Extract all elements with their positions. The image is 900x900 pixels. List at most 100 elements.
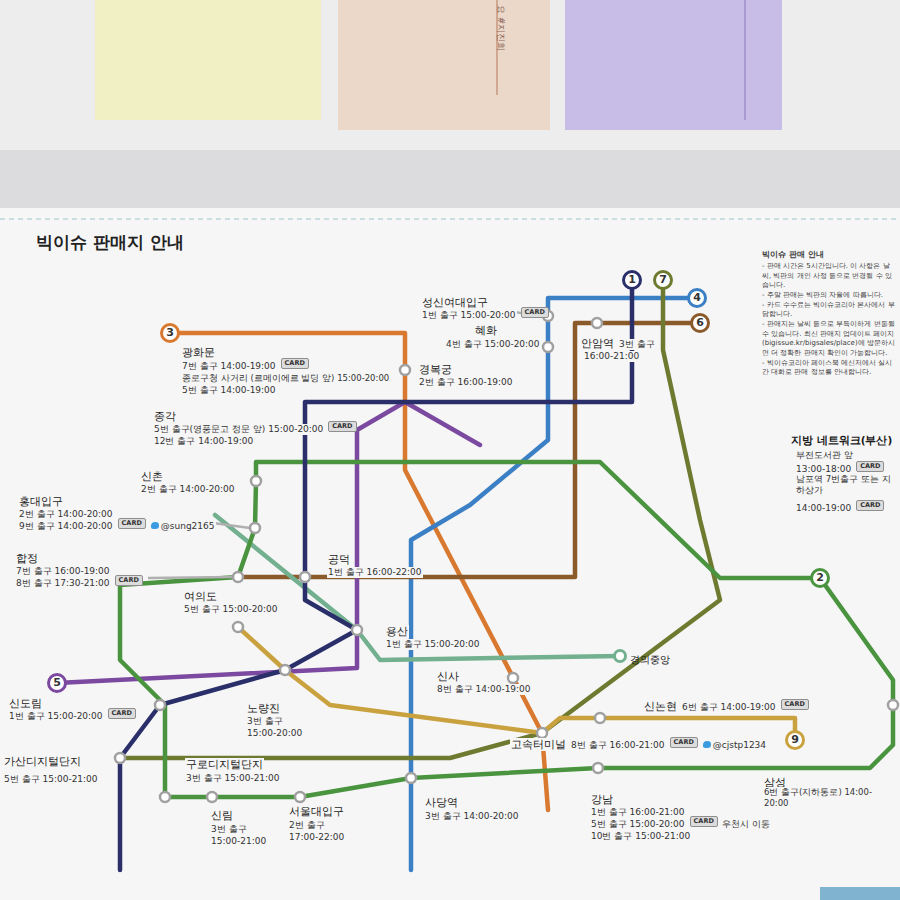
card-badge: CARD [670,737,698,748]
line-number-circle: 7 [653,270,673,290]
label-anchor: 10번 출구 15:00-21:00 [590,824,691,843]
twitter-handle: @sung2165 [150,521,216,532]
label-anchor: 13:00-18:00 [795,457,852,476]
exit-hours: 1번 출구 15:00-20:00 [8,711,104,722]
exit-hours: 1번 출구 16:00-21:00 [590,807,686,818]
exit-hours: 2번 출구 14:00-20:00 [18,509,114,520]
route-line [238,323,700,577]
notice-text: - 주말 판매는 빅판의 자율에 따릅니다. [762,291,896,301]
station-dot [400,365,410,375]
label-anchor: 여의도 [183,585,218,604]
label-anchor: 신논현 [643,695,678,714]
card-text: CARD [785,700,805,709]
twitter-handle: @cjstp1234 [702,740,767,751]
exit-hours: 2번 출구 [288,820,326,831]
exit-hours: 10번 출구 15:00-21:00 [590,831,691,842]
station-name: 공덕 [327,553,351,566]
station-dot [155,700,165,710]
exit-hours: 14:00-19:00 [795,503,852,514]
card-badge: CARD [108,708,136,719]
label-anchor: 성신여대입구 [421,291,489,310]
terminal-outline [612,648,628,664]
line-number-circle: 2 [810,568,830,588]
label-anchor: 구로디지털단지 [185,753,264,772]
label-anchor: 우천시 이동 [721,812,771,831]
label-anchor: 종각 [153,405,177,424]
exit-hours: 6번 출구 14:00-19:00 [681,702,777,713]
card-badge: CARD [690,816,718,827]
label-anchor: 남포역 7번출구 또는 지하상가 [795,474,895,495]
station-dot [592,318,602,328]
leader-lines [148,312,543,578]
note-text: 우천시 이동 [721,819,771,830]
station-name: 종각 [153,410,177,423]
label-anchor: 안암역 [580,332,615,351]
label-anchor: 경복궁 [418,358,453,377]
label-anchor: 고속터미널 [510,733,567,752]
page-rule [745,0,746,120]
station-dot [233,572,243,582]
station-dot [543,342,553,352]
label-anchor: 3번 출구 [210,817,248,836]
exit-hours: 4번 출구 15:00-20:00 [445,339,541,350]
exit-hours: 5번 출구 15:00-20:00 [590,819,686,830]
label-anchor: 5번 출구(영풍문고 정문 앞) 15:00-20:00 [153,417,324,436]
exit-hours: 3번 출구 [210,824,248,835]
exit-hours: 종로구청 사거리 (르메이에르 빌딩 앞) 15:00-20:00 [181,373,390,384]
label-anchor: 14:00-19:00 [795,496,852,515]
station-dot [593,763,603,773]
terminal-ring [615,651,626,662]
label-anchor: 15:00-21:00 [210,829,267,848]
station-name: 신논현 [643,700,678,713]
line-number-circle: 1 [622,270,642,290]
station-name: 용산 [385,625,409,638]
label-anchor: 합정 [15,547,39,566]
line-number: 4 [687,288,707,308]
station-name: 혜화 [474,324,498,337]
station-dots [115,311,898,802]
station-name: 서울대입구 [288,805,345,818]
label-anchor: 1번 출구 16:00-22:00 [327,560,423,579]
station-name: 사당역 [424,796,459,809]
line-number: 1 [622,270,642,290]
card-text: CARD [122,519,142,528]
exit-hours: 12번 출구 14:00-19:00 [153,436,254,447]
label-anchor: 1번 출구 15:00-20:00 [385,632,481,651]
card-text: CARD [674,738,694,747]
exit-hours: 1번 출구 15:00-20:00 [385,639,481,650]
label-anchor: 신도림 [8,692,43,711]
line-number-circle: 9 [785,730,805,750]
station-name: 강남 [590,793,614,806]
exit-hours: 7번 출구 16:00-19:00 [15,566,111,577]
route-line [120,280,632,870]
label-anchor: 1번 출구 15:00-20:00 [8,704,104,723]
line-number: 7 [653,270,673,290]
label-anchor: 사당역 [424,791,459,810]
exit-hours: 17:00-22:00 [288,832,345,843]
route-line [120,462,893,797]
label-anchor: 3번 출구 15:00-21:00 [185,766,281,785]
label-anchor: 강남 [590,788,614,807]
card-text: CARD [112,709,132,718]
label-anchor: 혜화 [474,319,498,338]
exit-hours: 2번 출구 16:00-19:00 [418,377,514,388]
exit-hours: 5번 출구 15:00-20:00 [183,604,279,615]
exit-hours: 1번 출구 15:00-20:00 [421,310,517,321]
route-line [238,627,795,740]
yellow-page [95,0,321,120]
station-dot [595,713,605,723]
station-dot [537,728,547,738]
label-anchor: 15:00-20:00 [246,721,303,740]
card-badge: CARD [856,461,884,472]
label-anchor: 2번 출구 14:00-20:00 [18,502,114,521]
card-text: CARD [332,422,352,431]
exit-hours: 3번 출구 14:00-20:00 [424,811,520,822]
station-dot [888,700,898,710]
exit-hours: 5번 출구(영풍문고 정문 앞) 15:00-20:00 [153,424,324,435]
station-dot [115,753,125,763]
line-terminal: 경의중앙 [612,648,671,664]
line-number-circle: 3 [160,323,180,343]
route-line [120,280,720,758]
line-number: 9 [785,730,805,750]
